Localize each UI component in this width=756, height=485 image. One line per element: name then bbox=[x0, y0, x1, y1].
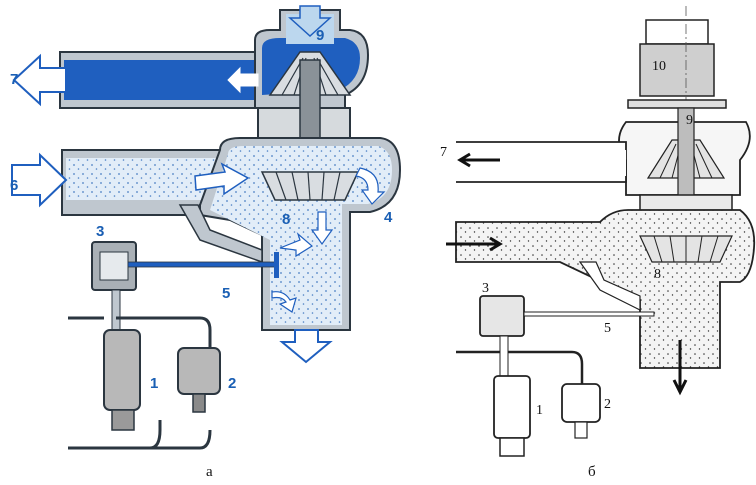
arrow-down-a bbox=[310, 211, 334, 246]
caption-b: б bbox=[588, 464, 596, 480]
diagram-b: 10 9 7 8 3 5 1 2 б bbox=[440, 6, 756, 480]
label-5-b: 5 bbox=[604, 321, 611, 336]
hose-a bbox=[116, 316, 212, 348]
label-7-b: 7 bbox=[440, 145, 447, 160]
label-9-b: 9 bbox=[686, 113, 693, 128]
motor-10-b bbox=[645, 19, 709, 45]
turbine-wheel-a bbox=[260, 171, 360, 201]
label-4-a: 4 bbox=[384, 209, 393, 226]
sensor-2-b bbox=[561, 383, 601, 423]
arrow-exhaust-out-a bbox=[279, 329, 333, 364]
label-3-a: 3 bbox=[96, 223, 104, 240]
bypass-b bbox=[578, 261, 641, 311]
actuator-rod-a bbox=[127, 261, 279, 268]
label-9-a: 9 bbox=[316, 27, 324, 44]
arrow-volute-a bbox=[355, 167, 386, 205]
wastegate-actuator-b bbox=[479, 295, 525, 337]
sensor-1-base-a bbox=[111, 409, 135, 431]
sensor-2-tip-a bbox=[192, 393, 206, 413]
sensor-1-base-b bbox=[499, 437, 525, 457]
label-2-a: 2 bbox=[228, 375, 236, 392]
arrow-turbine-in-a bbox=[194, 162, 250, 196]
label-1-b: 1 bbox=[536, 403, 543, 418]
motor-flange-b bbox=[627, 99, 727, 109]
arrow-compressor-out-a bbox=[227, 66, 259, 94]
wastegate-valve-a bbox=[274, 252, 279, 278]
wire-a bbox=[68, 420, 212, 450]
label-10-b: 10 bbox=[652, 59, 666, 74]
label-6-a: 6 bbox=[10, 177, 18, 194]
actuator-diaphragm-a bbox=[99, 251, 129, 281]
sensor-2-tip-b bbox=[574, 421, 588, 439]
label-3-b: 3 bbox=[482, 281, 489, 296]
arrow-outlet-a bbox=[12, 53, 67, 107]
arrow-intake-in-a bbox=[11, 152, 68, 208]
arrow-exhaust-b bbox=[672, 340, 688, 396]
sensor-1-b bbox=[493, 375, 531, 439]
label-1-a: 1 bbox=[150, 375, 158, 392]
pipe-b bbox=[499, 335, 509, 377]
label-7-a: 7 bbox=[10, 71, 18, 88]
motor-body-b bbox=[639, 43, 715, 97]
diagram-a: 7 6 9 8 4 3 5 1 2 а bbox=[10, 5, 402, 480]
hose-b bbox=[456, 350, 584, 384]
label-2-b: 2 bbox=[604, 397, 611, 412]
actuator-rod-b bbox=[523, 311, 655, 317]
arrow-intake-b bbox=[446, 236, 503, 252]
arrow-compressor-in-a bbox=[288, 5, 332, 38]
bypass-channel-a bbox=[178, 204, 263, 264]
sensor-2-a bbox=[177, 347, 221, 395]
outlet-flow-a bbox=[64, 60, 254, 100]
sensor-1-a bbox=[103, 329, 141, 411]
label-5-a: 5 bbox=[222, 285, 230, 302]
label-8-a: 8 bbox=[282, 211, 290, 228]
arrow-wastegate-a bbox=[279, 232, 314, 258]
arrow-outlet-b bbox=[457, 152, 500, 168]
arrow-curve-a bbox=[271, 291, 297, 313]
pipe-a bbox=[111, 289, 121, 331]
caption-a: а bbox=[206, 464, 213, 480]
outlet-flow-b bbox=[458, 150, 626, 176]
turbine-wheel-b bbox=[639, 235, 733, 263]
label-8-b: 8 bbox=[654, 267, 661, 282]
